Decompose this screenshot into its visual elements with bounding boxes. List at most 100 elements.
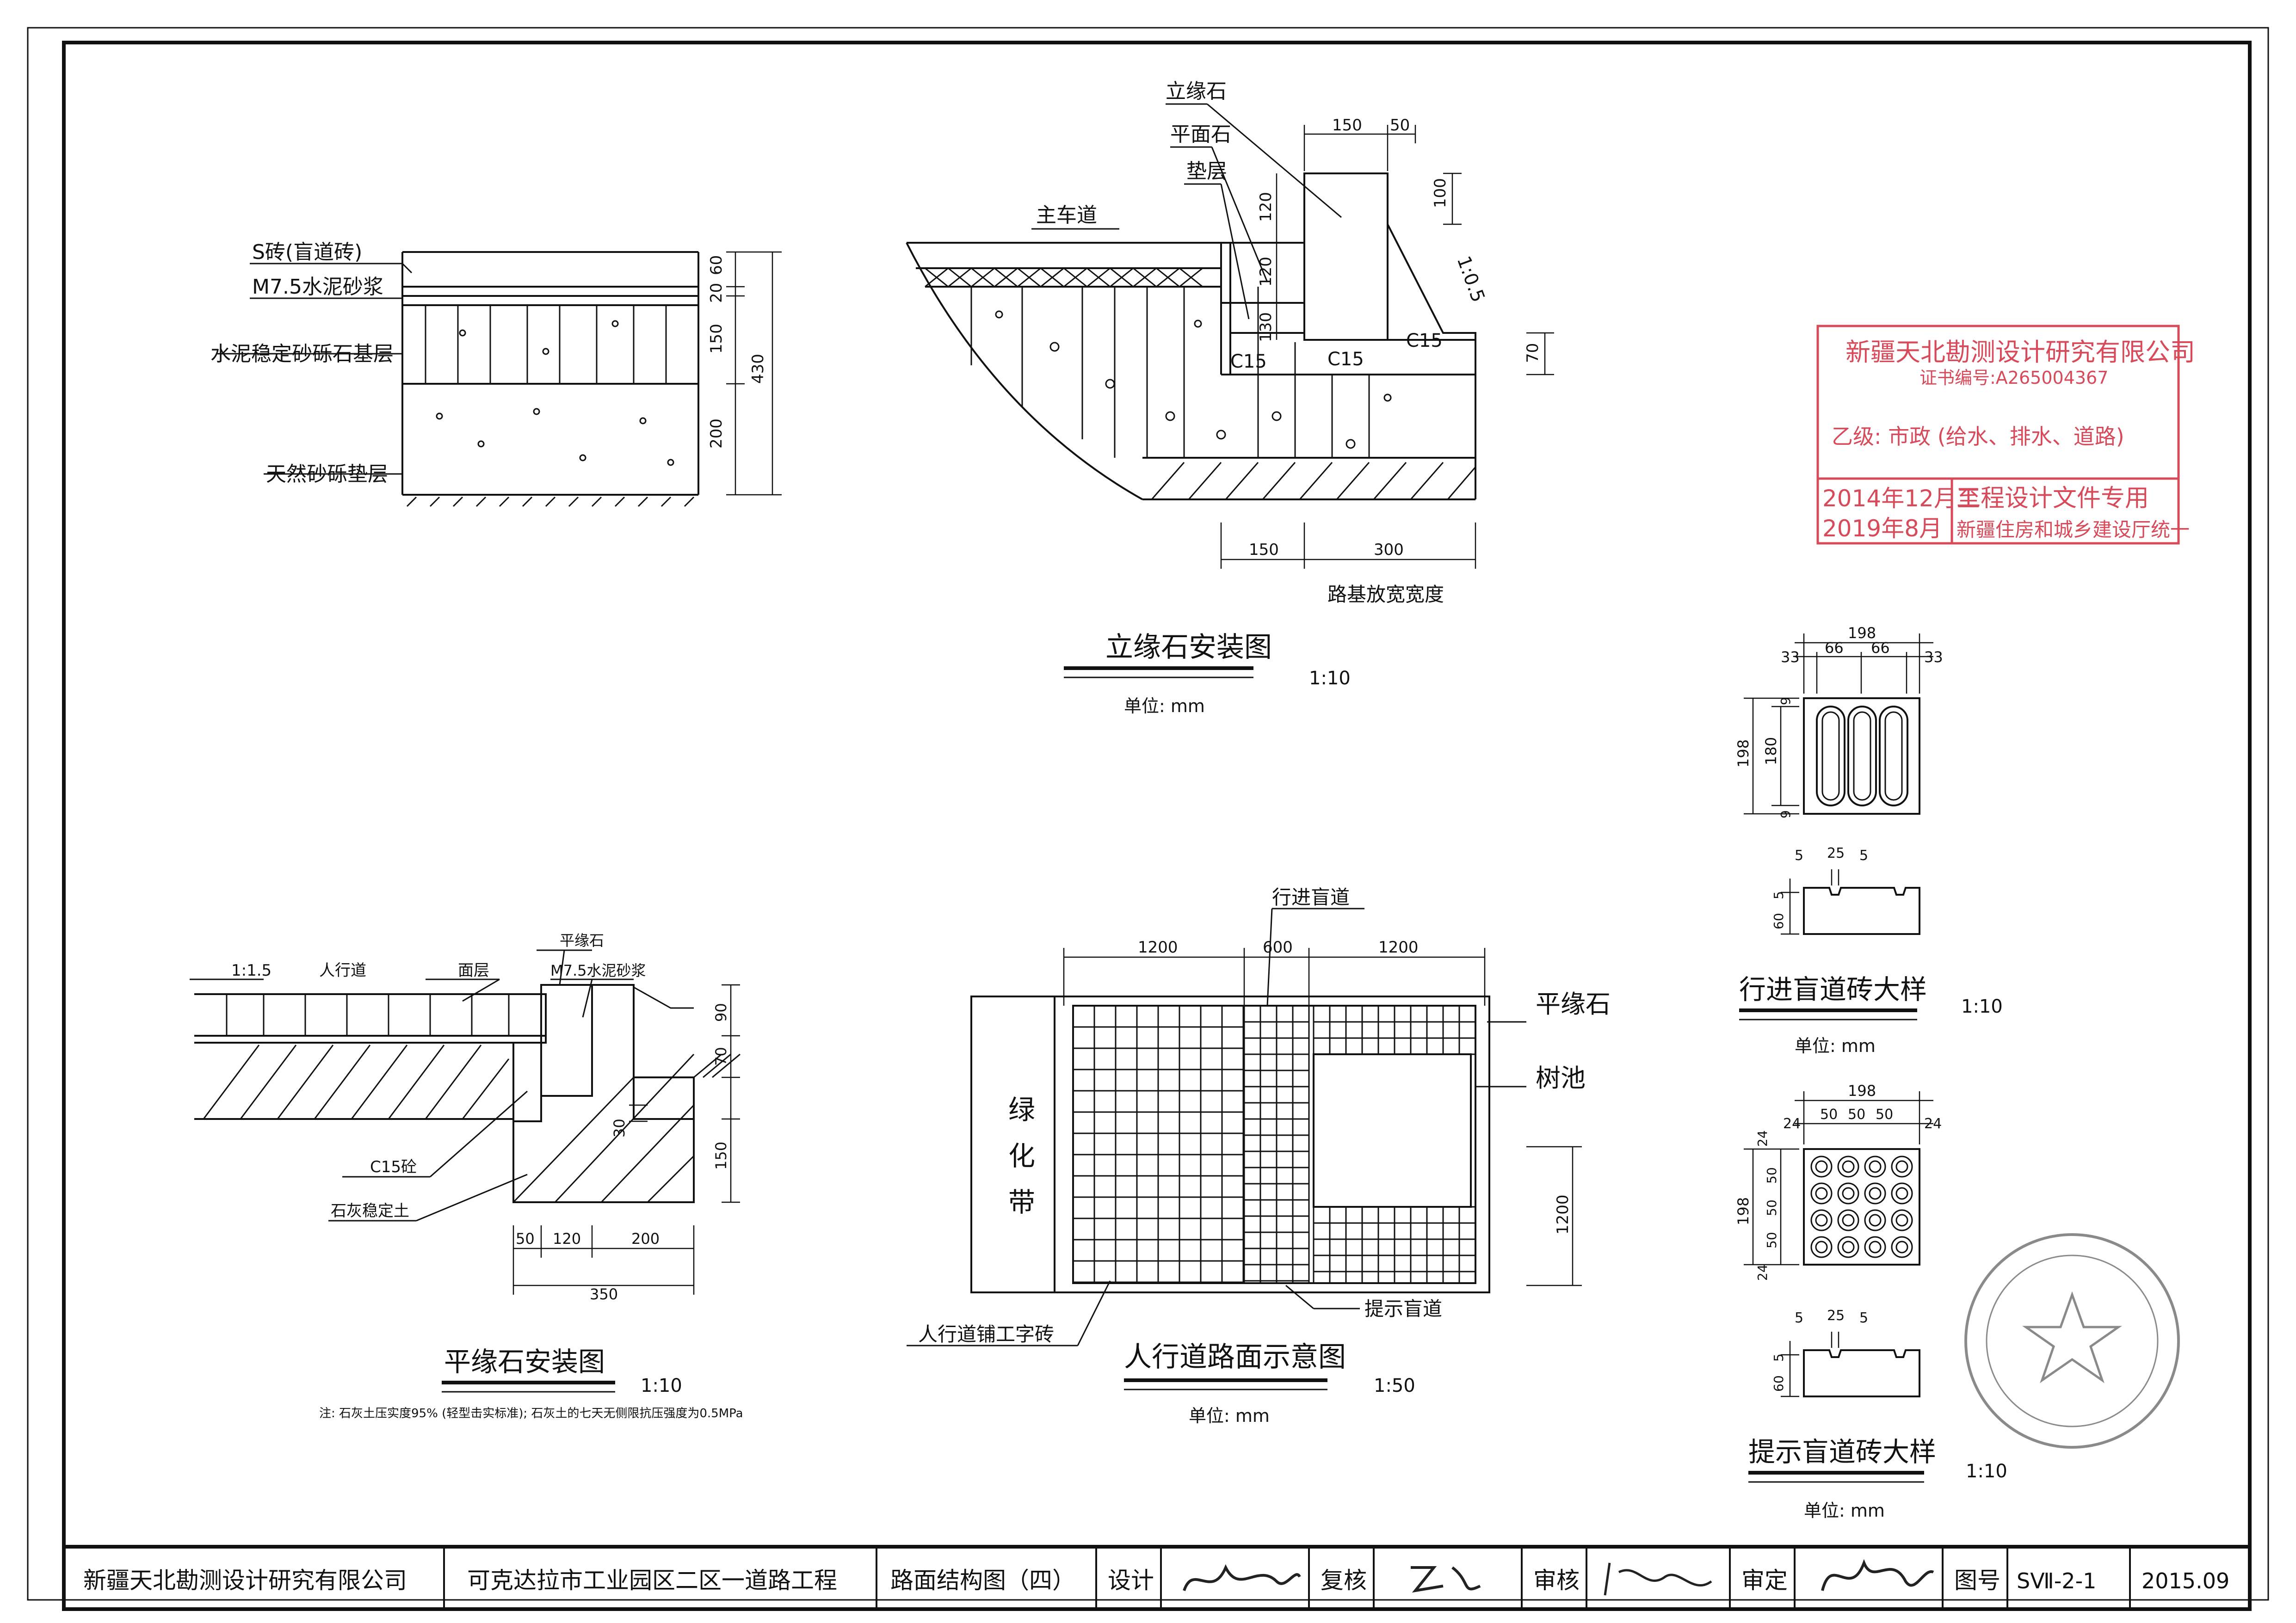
dim-50-b: 50 [1848, 1107, 1865, 1123]
tactile-dot [1815, 1160, 1828, 1173]
label-green-belt-3: 带 [1008, 1187, 1035, 1218]
dim-60: 60 [1771, 913, 1786, 929]
dim-33-right: 33 [1924, 648, 1943, 666]
dim-150: 150 [712, 1142, 730, 1170]
tactile-dot [1837, 1182, 1859, 1205]
label-cushion-layer: 天然砂砾垫层 [266, 462, 388, 486]
dim-430: 430 [749, 354, 767, 384]
pavement-layer-detail: S砖(盲道砖) M7.5水泥砂浆 水泥稳定砂砾石基层 天然砂砾垫层 20 60 … [210, 240, 782, 507]
approve-label: 审定 [1741, 1567, 1788, 1594]
label-paver: 人行道铺工字砖 [918, 1323, 1054, 1346]
dim-70: 70 [712, 1047, 730, 1066]
tactile-dot [1891, 1182, 1913, 1205]
dim-198-top: 198 [1848, 1082, 1876, 1100]
title-warning-brick: 提示盲道砖大样 [1748, 1436, 1936, 1468]
dim-24-v2: 24 [1755, 1264, 1770, 1281]
dim-50-v1: 50 [1764, 1167, 1779, 1184]
dim-25: 25 [1827, 1308, 1845, 1324]
stamp-issuer: 新疆住房和城乡建设厅统一 [1957, 518, 2190, 541]
stamp-date2: 2019年8月 [1822, 515, 1942, 542]
dim-24-left: 24 [1783, 1116, 1801, 1132]
tactile-dot [1810, 1182, 1833, 1205]
dim-50-top: 50 [1390, 116, 1410, 135]
stamp-cert: 证书编号:A265004367 [1920, 368, 2108, 388]
tactile-dot [1837, 1156, 1859, 1178]
dim-300: 300 [1374, 541, 1404, 559]
title-company: 新疆天北勘测设计研究有限公司 [83, 1567, 407, 1594]
outer-border [27, 27, 2269, 1601]
label-slope: 1:0.5 [1453, 253, 1489, 305]
tactile-dot [1895, 1160, 1908, 1173]
inner-border [62, 41, 2252, 1611]
label-cushion: 垫层 [1186, 160, 1227, 183]
dim-25: 25 [1827, 845, 1845, 861]
curb-installation-detail: 立缘石 平面石 垫层 主车道 1:0.5 C15 C15 C15 150 50 … [906, 80, 1554, 716]
design-label: 设计 [1108, 1567, 1154, 1594]
scale-flat-curb: 1:10 [641, 1375, 682, 1396]
scale-warning-brick: 1:10 [1966, 1461, 2007, 1482]
dim-70: 70 [1524, 343, 1542, 363]
dim-24-right: 24 [1924, 1116, 1942, 1132]
label-widen: 路基放宽宽度 [1327, 583, 1444, 606]
dim-180: 180 [1762, 737, 1780, 765]
label-flat-stone: 平面石 [1170, 123, 1231, 146]
label-c15-a: C15 [1230, 351, 1267, 372]
tactile-dot [1842, 1214, 1855, 1227]
dim-9-bottom: 9 [1778, 810, 1793, 818]
tactile-dot [1864, 1209, 1886, 1231]
scale-curb: 1:10 [1309, 668, 1351, 689]
title-project: 可克达拉市工业园区二区一道路工程 [467, 1567, 837, 1594]
dim-50: 50 [516, 1230, 535, 1248]
dim-198-top: 198 [1848, 624, 1876, 642]
flat-curb-installation-detail: 1:1.5 人行道 面层 平缘石 M7.5水泥砂浆 C15砼 石灰稳定土 90 … [190, 932, 743, 1420]
dim-50-v2: 50 [1764, 1199, 1779, 1216]
unit-curb: 单位: mm [1124, 696, 1205, 716]
tactile-dot [1891, 1236, 1913, 1258]
tactile-dot [1810, 1156, 1833, 1178]
label-c15-b: C15 [1327, 349, 1364, 370]
tactile-dot [1815, 1241, 1828, 1254]
dim-20: 20 [707, 283, 726, 303]
tactile-dot [1842, 1241, 1855, 1254]
tactile-dot [1869, 1241, 1882, 1254]
label-warning-blind: 提示盲道 [1364, 1297, 1442, 1320]
stamp-company: 新疆天北勘测设计研究有限公司 [1845, 338, 2195, 367]
stamp-date1: 2014年12月至 [1822, 485, 1980, 512]
label-tree-pit: 树池 [1536, 1064, 1586, 1093]
tactile-dot [1895, 1241, 1908, 1254]
label-slope-ratio: 1:1.5 [231, 961, 272, 980]
drawing-no-label: 图号 [1954, 1567, 2000, 1594]
label-mortar: M7.5水泥砂浆 [550, 962, 646, 979]
tactile-dot [1864, 1156, 1886, 1178]
tactile-dot [1869, 1187, 1882, 1200]
title-guide-brick: 行进盲道砖大样 [1739, 974, 1927, 1005]
dim-150: 150 [707, 324, 726, 354]
label-blind-brick: S砖(盲道砖) [252, 240, 362, 264]
tactile-dot [1837, 1209, 1859, 1231]
scale-sidewalk: 1:50 [1374, 1375, 1415, 1396]
dim-150-bottom: 150 [1249, 541, 1279, 559]
signature-auditor [1604, 1562, 1712, 1596]
tactile-dot [1842, 1187, 1855, 1200]
drawing-no: SⅦ-2-1 [2017, 1568, 2096, 1593]
title-flat-curb: 平缘石安装图 [444, 1346, 605, 1377]
audit-label: 审核 [1533, 1567, 1580, 1594]
tactile-dot [1810, 1236, 1833, 1258]
dim-198-left: 198 [1734, 739, 1752, 768]
label-lime-soil: 石灰稳定土 [331, 1202, 409, 1220]
dim-50-v3: 50 [1764, 1232, 1779, 1248]
title-curb: 立缘石安装图 [1105, 631, 1272, 664]
guide-tactile-brick-detail: 198 33 66 66 33 198 180 9 9 5 25 5 5 60 … [1734, 624, 2003, 1056]
dim-50-a: 50 [1820, 1107, 1838, 1123]
dim-50-c: 50 [1876, 1107, 1893, 1123]
dim-60: 60 [707, 255, 726, 275]
tactile-dot [1895, 1187, 1908, 1200]
tactile-dot [1815, 1187, 1828, 1200]
note-lime-soil: 注: 石灰土压实度95% (轻型击实标准); 石灰土的七天无侧限抗压强度为0.5… [319, 1407, 743, 1420]
tactile-dot [1895, 1214, 1908, 1227]
dim-5-b: 5 [1859, 848, 1868, 864]
tactile-dot [1815, 1214, 1828, 1227]
tactile-dot [1869, 1214, 1882, 1227]
dim-1200-right: 1200 [1378, 938, 1419, 957]
